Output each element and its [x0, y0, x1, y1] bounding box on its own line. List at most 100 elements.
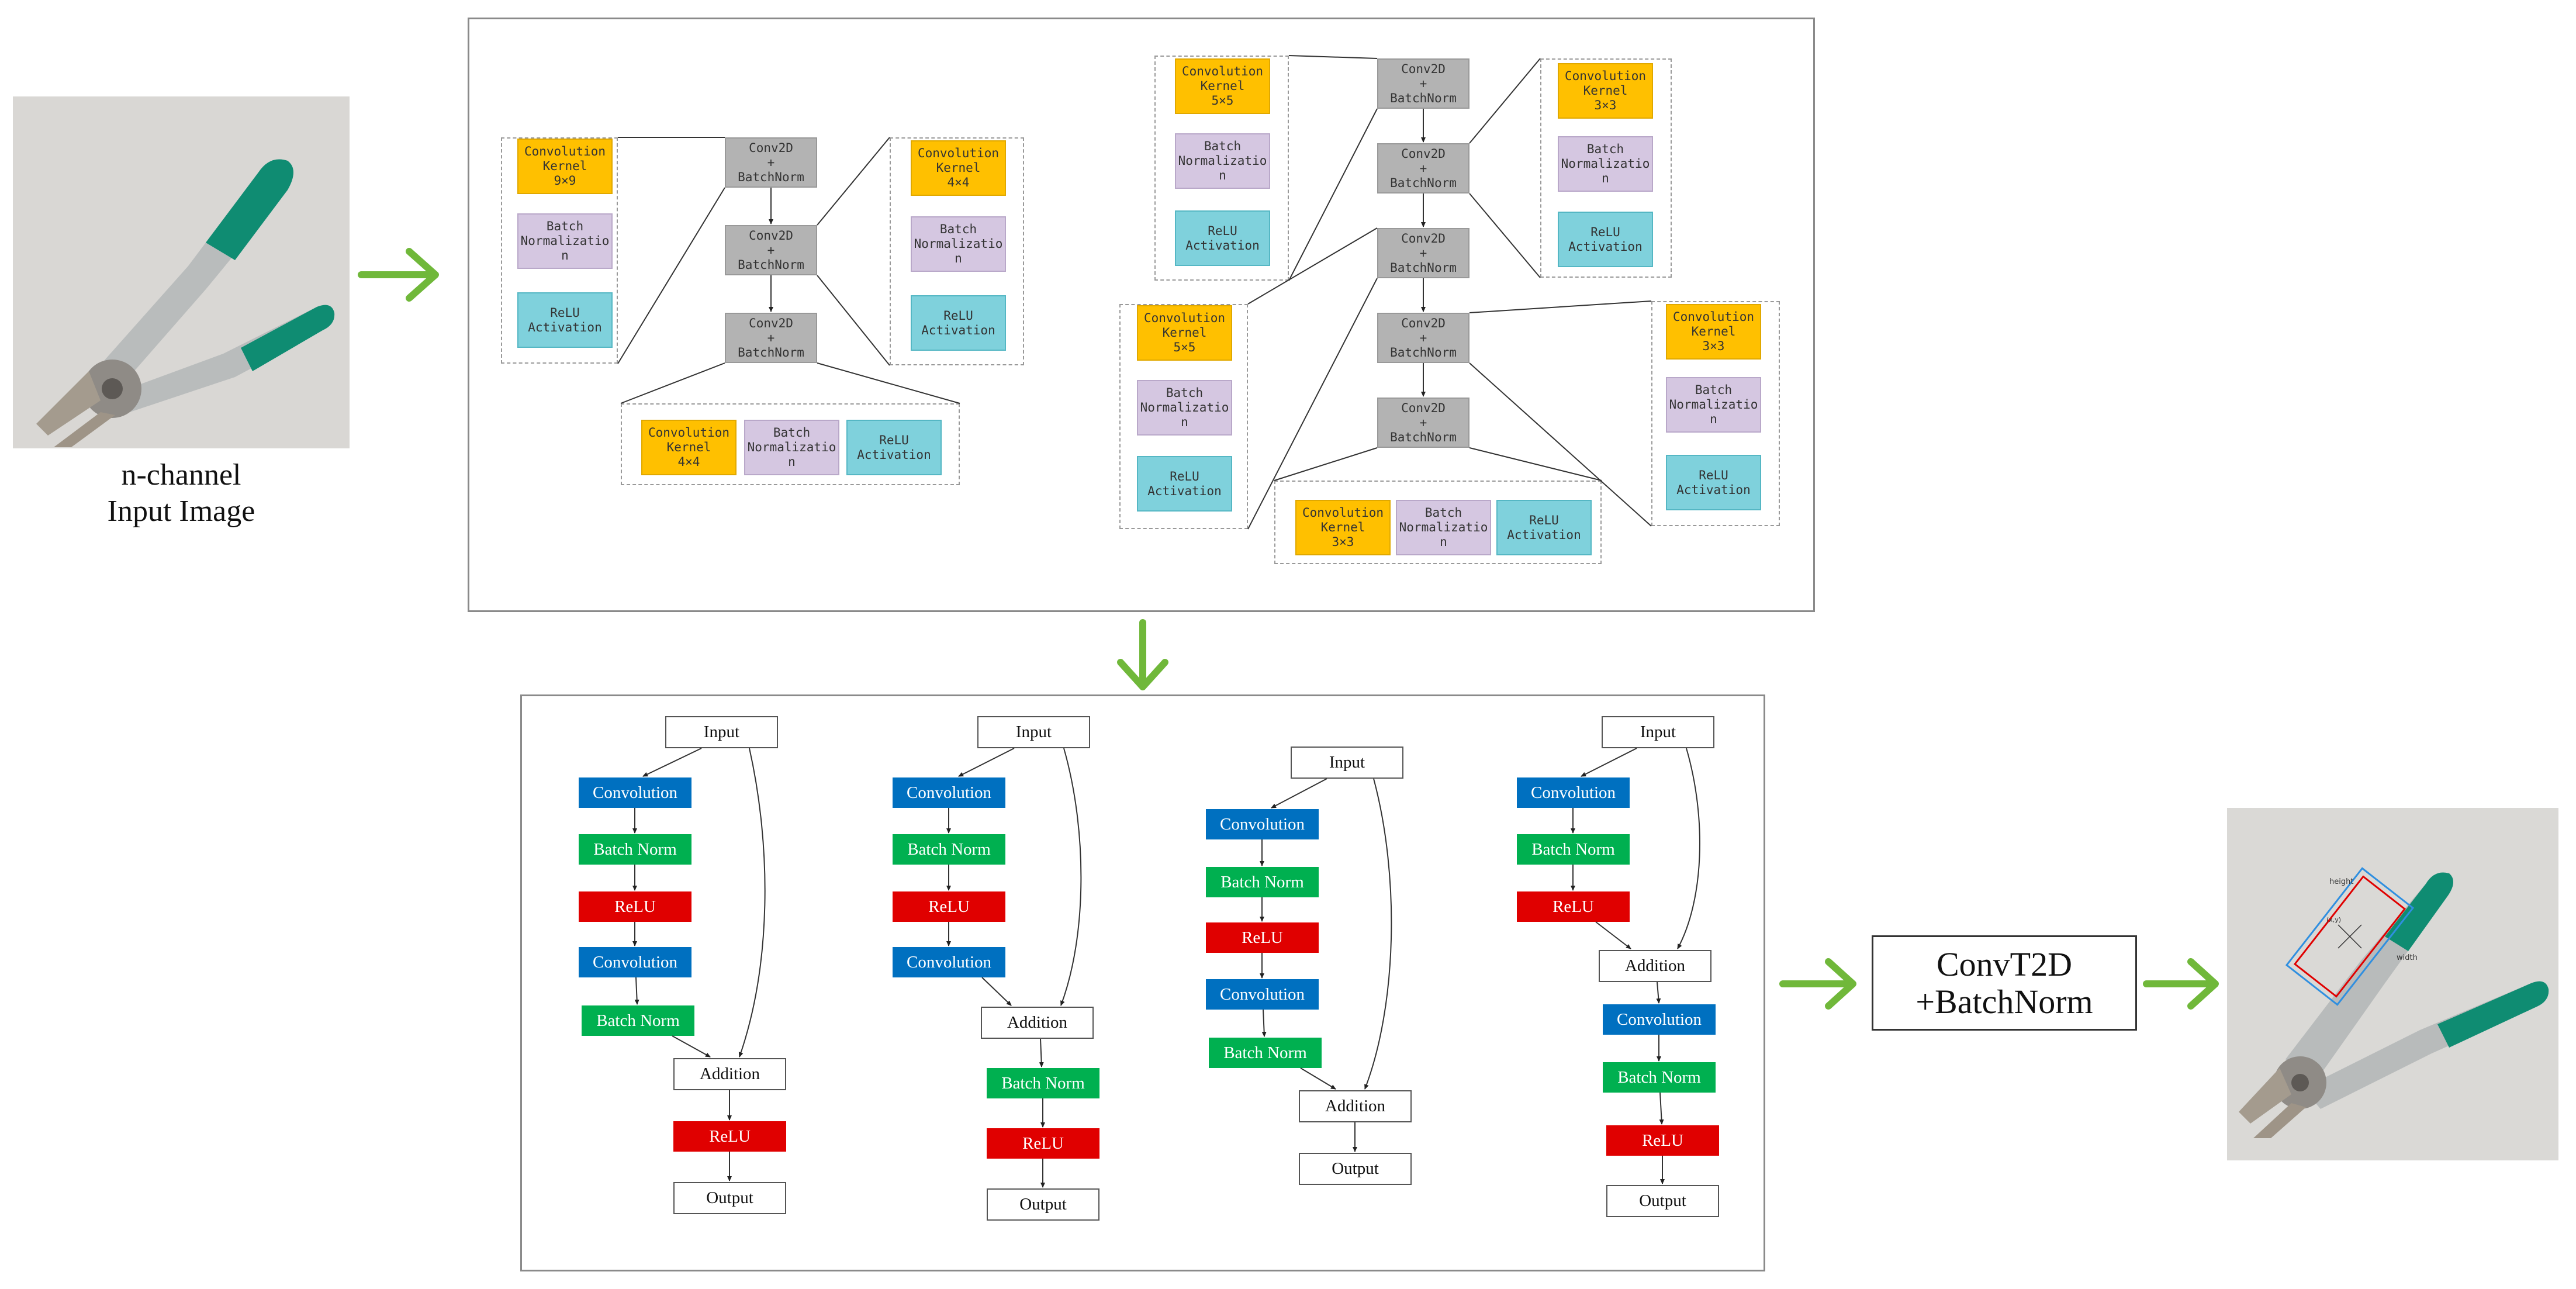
res4-addition: Addition [1599, 950, 1711, 982]
decoder-line1: ConvT2D [1937, 945, 2072, 983]
res3-convolution-1: Convolution [1206, 809, 1319, 839]
encoder-a-block-2: Conv2D + BatchNorm [725, 225, 817, 275]
input-caption: n-channel Input Image [13, 457, 350, 530]
res2-convolution-2: Convolution [893, 947, 1005, 977]
encoder-b-block-5: Conv2D + BatchNorm [1377, 398, 1469, 448]
res2-connectors [946, 748, 1082, 1188]
encoder-b-detail-4-relu: ReLU Activation [1496, 500, 1592, 555]
res4-input: Input [1602, 716, 1714, 748]
encoder-b-block-2: Conv2D + BatchNorm [1377, 143, 1469, 193]
res2-addition: Addition [981, 1007, 1094, 1039]
encoder-b-detail-1-batchnorm: Batch Normalizatio n [1175, 133, 1270, 189]
encoder-b-detail-2-kernel: Convolution Kernel 3×3 [1558, 63, 1653, 119]
encoder-b-detail-1-frame [1154, 56, 1289, 281]
res3-batchnorm-2: Batch Norm [1209, 1038, 1322, 1068]
residual-frame [520, 694, 1765, 1271]
res2-batchnorm-2: Batch Norm [987, 1068, 1099, 1098]
res4-batchnorm-1: Batch Norm [1517, 834, 1630, 865]
res4-relu-1: ReLU [1517, 891, 1630, 922]
encoder-b-detail-2-batchnorm: Batch Normalizatio n [1558, 136, 1653, 192]
output-label-width: width [2397, 953, 2418, 962]
res4-convolution-2: Convolution [1603, 1004, 1716, 1035]
encoder-b-detail-5-relu: ReLU Activation [1666, 455, 1761, 510]
res2-convolution-1: Convolution [893, 777, 1005, 808]
res4-relu-2: ReLU [1606, 1125, 1719, 1156]
res2-relu-1: ReLU [893, 891, 1005, 922]
encoder-a-detail-3-batchnorm: Batch Normalizatio n [744, 420, 839, 475]
encoder-b-connectors [1247, 55, 1652, 530]
res2-input: Input [977, 716, 1090, 748]
encoder-b-block-1: Conv2D + BatchNorm [1377, 58, 1469, 109]
encoder-a-detail-1-kernel: Convolution Kernel 9×9 [517, 139, 613, 194]
encoder-b-detail-3-frame [1119, 304, 1248, 529]
res3-batchnorm-1: Batch Norm [1206, 867, 1319, 897]
encoder-a-detail-2-batchnorm: Batch Normalizatio n [911, 216, 1006, 272]
res2-relu-2: ReLU [987, 1128, 1099, 1159]
input-caption-line2: Input Image [107, 495, 255, 528]
pliers-illustration [13, 96, 350, 448]
output-pliers-illustration: height width (x,y) [2227, 808, 2558, 1160]
encoder-b-detail-3-relu: ReLU Activation [1137, 456, 1232, 512]
res2-batchnorm-1: Batch Norm [893, 834, 1005, 865]
encoder-a-detail-1-batchnorm: Batch Normalizatio n [517, 213, 613, 269]
res3-output: Output [1299, 1153, 1412, 1185]
encoder-b-detail-5-batchnorm: Batch Normalizatio n [1666, 377, 1761, 433]
encoder-a-detail-3-frame [621, 403, 960, 485]
res3-connectors [1260, 778, 1392, 1152]
decoder-box: ConvT2D +BatchNorm [1872, 935, 2137, 1031]
encoder-b-detail-1-relu: ReLU Activation [1175, 210, 1270, 266]
encoder-b-detail-4-batchnorm: Batch Normalizatio n [1396, 500, 1491, 555]
res1-output: Output [673, 1182, 786, 1214]
res1-relu-1: ReLU [579, 891, 691, 922]
flow-arrow-encoder-to-residual [1117, 619, 1168, 690]
output-label-center: (x,y) [2326, 916, 2341, 924]
decoder-line2: +BatchNorm [1915, 982, 2093, 1021]
encoder-frame [468, 18, 1815, 612]
encoder-a-detail-3-relu: ReLU Activation [846, 420, 942, 475]
res3-input: Input [1291, 747, 1403, 779]
res1-convolution-1: Convolution [579, 777, 691, 808]
res4-convolution-1: Convolution [1517, 777, 1630, 808]
flow-arrow-input-to-encoder [358, 248, 439, 302]
encoder-b-detail-4-frame [1274, 481, 1602, 564]
encoder-b-detail-4-kernel: Convolution Kernel 3×3 [1295, 500, 1391, 555]
encoder-a-detail-2-relu: ReLU Activation [911, 295, 1006, 351]
encoder-b-block-3: Conv2D + BatchNorm [1377, 228, 1469, 278]
res1-relu-2: ReLU [673, 1121, 786, 1152]
encoder-b-detail-3-kernel: Convolution Kernel 5×5 [1137, 305, 1232, 361]
res1-input: Input [665, 716, 778, 748]
res3-addition: Addition [1299, 1090, 1412, 1122]
encoder-b-detail-2-frame [1540, 58, 1672, 278]
input-image [13, 96, 350, 448]
res4-batchnorm-2: Batch Norm [1603, 1062, 1716, 1093]
res1-batchnorm-1: Batch Norm [579, 834, 691, 865]
res1-batchnorm-2: Batch Norm [582, 1005, 694, 1036]
encoder-b-detail-5-frame [1651, 301, 1780, 526]
res1-convolution-2: Convolution [579, 947, 691, 977]
encoder-a-block-1: Conv2D + BatchNorm [725, 137, 817, 188]
encoder-b-detail-1-kernel: Convolution Kernel 5×5 [1175, 58, 1270, 114]
encoder-a-detail-3-kernel: Convolution Kernel 4×4 [641, 420, 737, 475]
res3-relu-1: ReLU [1206, 922, 1319, 953]
res1-connectors [632, 748, 766, 1181]
output-label-height: height [2329, 877, 2353, 886]
flow-arrow-residual-to-decoder [1779, 958, 1856, 1010]
output-image: height width (x,y) [2227, 808, 2558, 1160]
res3-convolution-2: Convolution [1206, 979, 1319, 1010]
encoder-b-detail-5-kernel: Convolution Kernel 3×3 [1666, 304, 1761, 360]
res1-addition: Addition [673, 1058, 786, 1090]
res4-output: Output [1606, 1185, 1719, 1217]
res4-connectors [1571, 748, 1700, 1184]
flow-arrow-decoder-to-output [2143, 958, 2219, 1010]
encoder-b-detail-3-batchnorm: Batch Normalizatio n [1137, 380, 1232, 436]
input-caption-line1: n-channel [121, 458, 241, 492]
encoder-b-block-4: Conv2D + BatchNorm [1377, 313, 1469, 363]
encoder-a-detail-2-frame [890, 137, 1024, 365]
encoder-a-block-3: Conv2D + BatchNorm [725, 313, 817, 363]
encoder-a-detail-1-relu: ReLU Activation [517, 292, 613, 348]
encoder-a-connectors [617, 137, 960, 404]
encoder-b-detail-2-relu: ReLU Activation [1558, 212, 1653, 267]
res2-output: Output [987, 1188, 1099, 1221]
encoder-a-detail-1-frame [501, 137, 618, 364]
